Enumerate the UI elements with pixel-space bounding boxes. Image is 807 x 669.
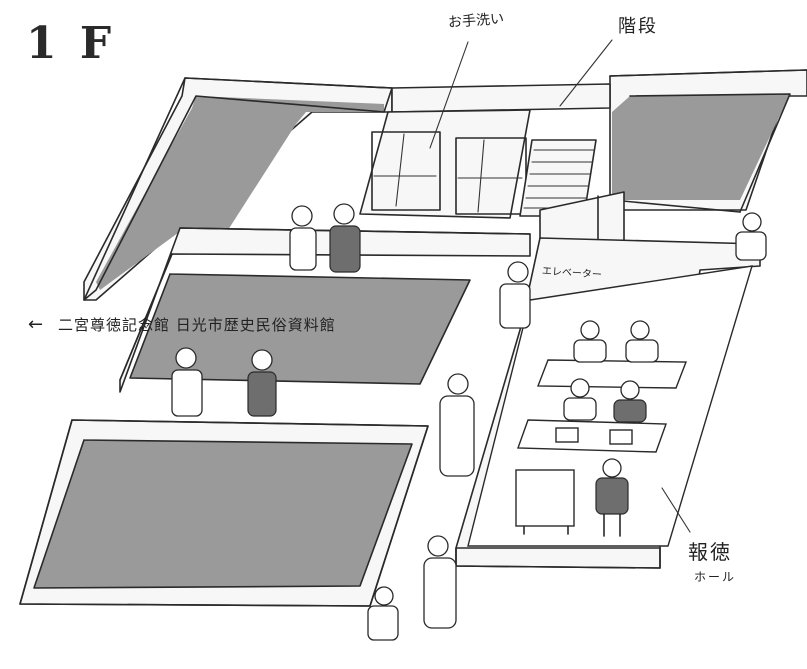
- exhibit-room-upper-left: [83, 77, 393, 301]
- visitors: [171, 203, 767, 641]
- exhibit-room-lower-left: [19, 419, 429, 607]
- washroom-label: お手洗い: [447, 11, 505, 31]
- museum-direction-label: 二宮尊徳記念館 日光市歴史民俗資料館: [58, 316, 336, 334]
- stairs-label: 階段: [618, 16, 658, 37]
- washroom-area: [359, 83, 611, 219]
- stairs: [519, 39, 613, 217]
- left-arrow-icon: ←: [28, 314, 44, 335]
- exhibit-room-upper-right: [609, 69, 807, 213]
- floor-label: 1 F: [26, 18, 116, 69]
- hall-label-main: 報徳: [688, 540, 732, 564]
- hall-label-sub: ホール: [694, 570, 737, 584]
- exhibit-room-middle-left: [119, 227, 531, 393]
